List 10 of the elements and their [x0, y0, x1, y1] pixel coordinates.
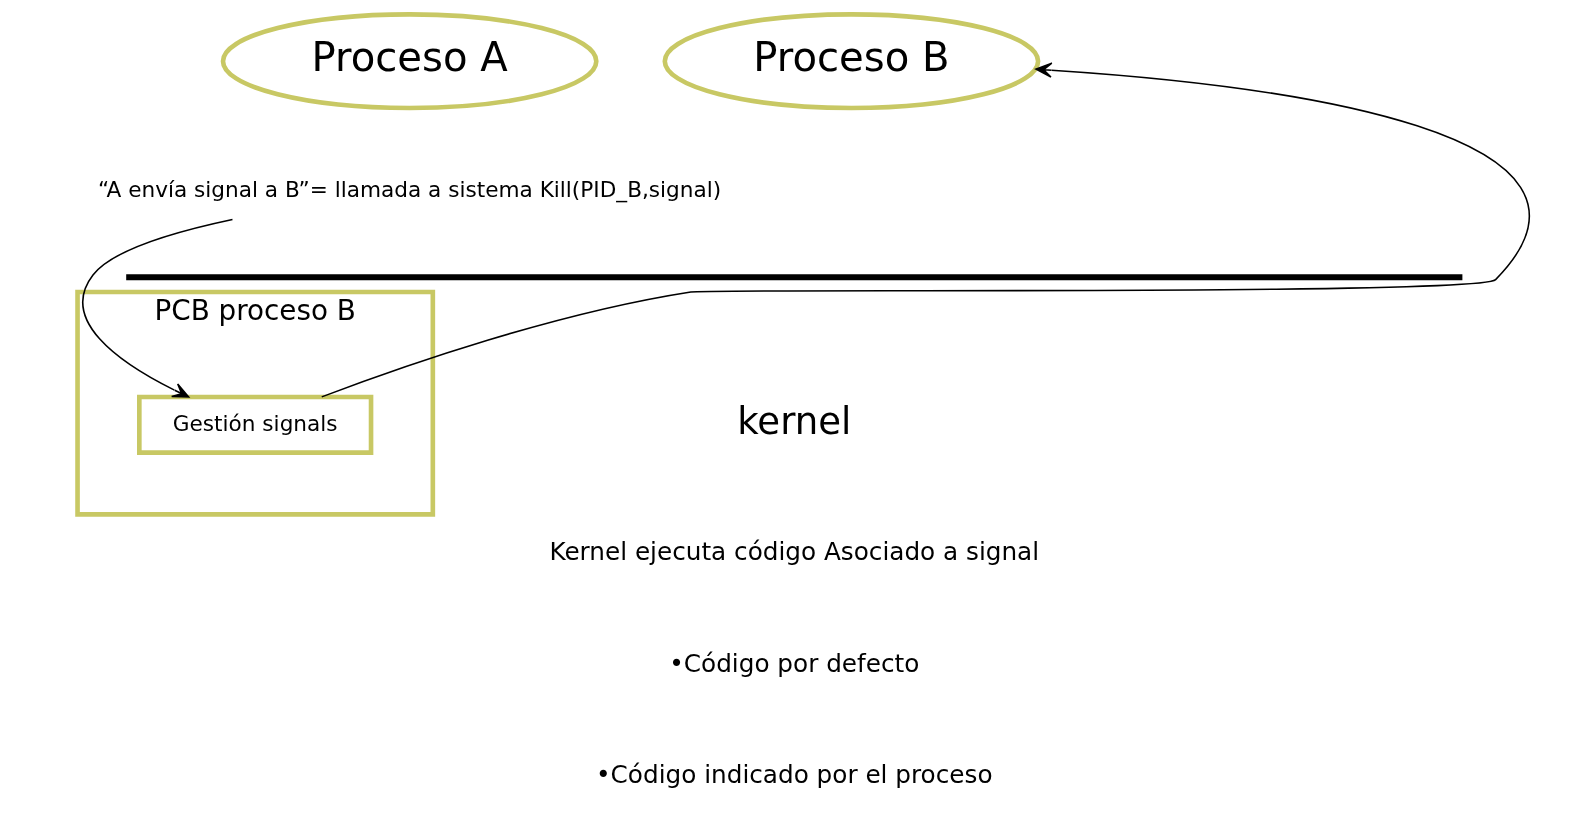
label: Kernel ejecuta código Asociado a signal [549, 537, 1040, 567]
arrow [82, 218, 234, 398]
arrow [320, 62, 1531, 398]
node-ellipse: Proceso B [662, 12, 1041, 111]
label: •Código por defecto [669, 648, 920, 678]
label: •Código indicado por el proceso [596, 759, 993, 789]
node-box: Gestión signals [137, 394, 374, 455]
label: kernel [737, 400, 852, 444]
node-ellipse: Proceso A [220, 12, 599, 111]
node-text: “A envía signal a B”= llamada a sistema Kill(PID_B,signal) [98, 177, 722, 203]
